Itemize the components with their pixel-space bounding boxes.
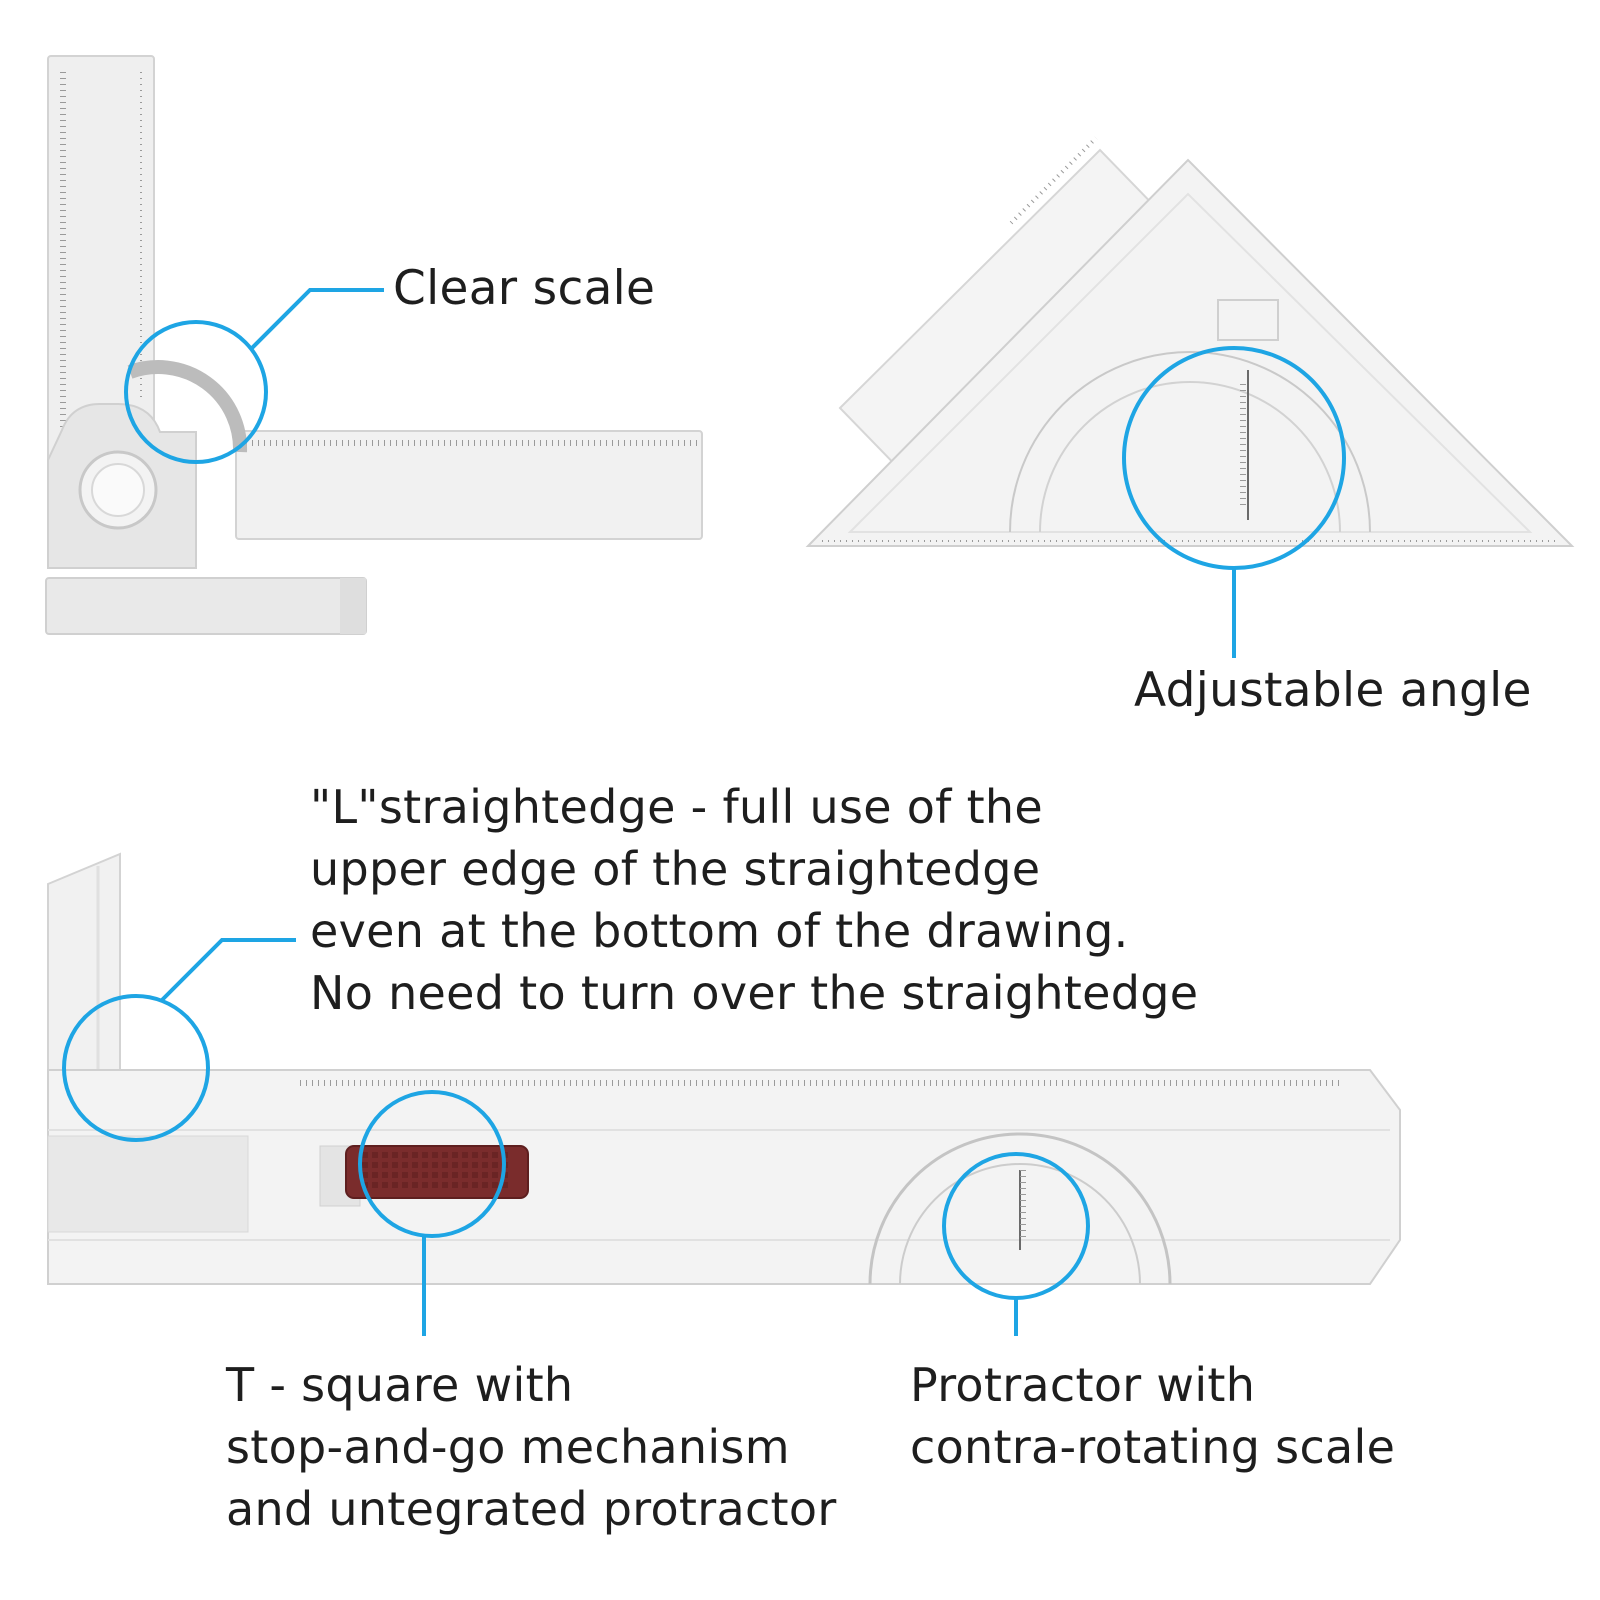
callout-protractor bbox=[942, 1152, 1090, 1336]
l-straightedge-line-1: "L"straightedge - full use of the bbox=[310, 780, 1043, 834]
callout-l-straightedge bbox=[62, 938, 296, 1142]
l-straightedge-line-2: upper edge of the straightedge bbox=[310, 842, 1041, 896]
l-straightedge-line-4: No need to turn over the straightedge bbox=[310, 966, 1199, 1020]
t-square bbox=[47, 852, 1401, 1285]
label-clear-scale: Clear scale bbox=[393, 261, 656, 316]
protractor-line-1: Protractor with bbox=[910, 1358, 1256, 1412]
l-straightedge-line-3: even at the bottom of the drawing. bbox=[310, 904, 1129, 958]
t-square-line-2: stop-and-go mechanism bbox=[226, 1420, 790, 1474]
label-t-square: T - square with stop-and-go mechanism an… bbox=[226, 1354, 837, 1540]
callout-adjustable-angle bbox=[1122, 346, 1346, 658]
label-l-straightedge: "L"straightedge - full use of the upper … bbox=[310, 776, 1198, 1024]
t-square-line-3: and untegrated protractor bbox=[226, 1482, 837, 1536]
label-adjustable-angle: Adjustable angle bbox=[1134, 663, 1532, 718]
protractor-line-2: contra-rotating scale bbox=[910, 1420, 1396, 1474]
adjustable-l-ruler bbox=[45, 55, 703, 635]
callout-clear-scale bbox=[124, 288, 384, 464]
callout-t-square-slider bbox=[358, 1090, 506, 1336]
t-square-line-1: T - square with bbox=[226, 1358, 574, 1412]
label-protractor: Protractor with contra-rotating scale bbox=[910, 1354, 1395, 1478]
set-square-triangle bbox=[805, 129, 1575, 547]
